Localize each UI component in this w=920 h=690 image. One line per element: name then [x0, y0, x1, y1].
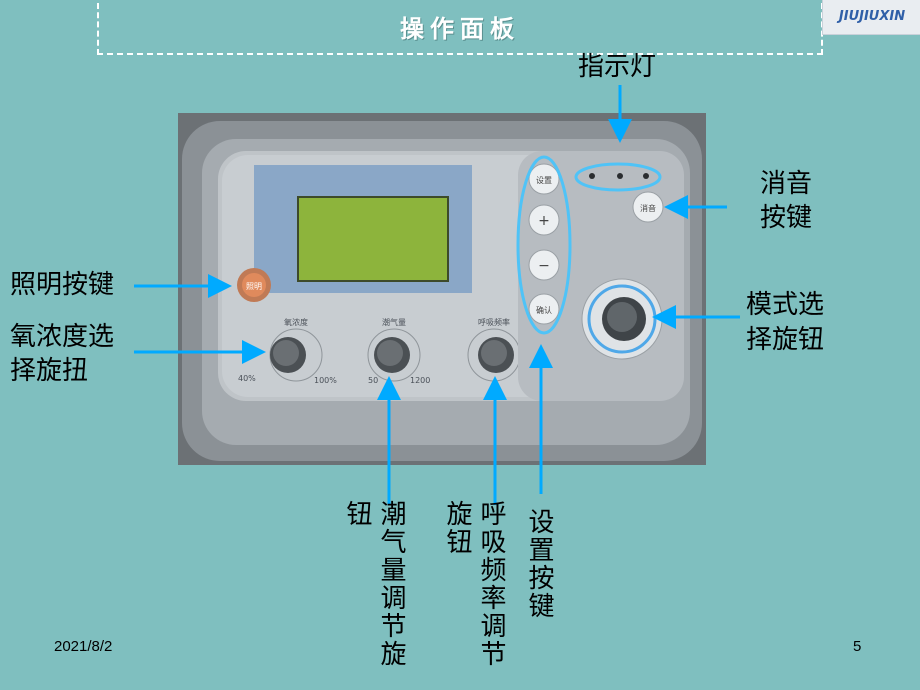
svg-text:确认: 确认 [536, 305, 552, 315]
title-frame: 操作面板 [97, 3, 823, 55]
callout-mute-2: 按键 [760, 203, 813, 233]
callout-settings: 设置按键 [524, 508, 554, 620]
svg-text:照明: 照明 [246, 282, 262, 291]
indicator-highlight [574, 162, 662, 192]
settings-highlight [516, 155, 572, 335]
callout-mode-2: 择旋钮 [746, 325, 825, 355]
svg-text:50: 50 [368, 376, 378, 385]
oxygen-knob [269, 328, 323, 382]
svg-text:40%: 40% [238, 374, 256, 383]
logo-text: JIUJIUXIN [838, 9, 906, 24]
svg-text:100%: 100% [314, 376, 337, 385]
indicator-led-3 [643, 173, 649, 179]
svg-text:+: + [538, 213, 550, 229]
callout-rate: 呼吸频率调节旋钮 [442, 500, 506, 668]
slide-title: 操作面板 [400, 15, 520, 43]
brand-logo: JIUJIUXIN [822, 0, 920, 35]
svg-text:潮气量: 潮气量 [382, 317, 406, 327]
callout-tidal: 潮气量调节旋钮 [342, 500, 406, 668]
mute-button [632, 191, 664, 223]
mode-knob [581, 278, 663, 360]
callout-oxygen-2: 择旋扭 [10, 356, 89, 386]
callout-indicator: 指示灯 [578, 52, 657, 82]
rate-knob [467, 328, 521, 382]
settings-buttons-column: 设置 + − 确认 [528, 163, 560, 325]
callout-mode-1: 模式选 [746, 290, 825, 320]
indicator-led-1 [589, 173, 595, 179]
page-number: 5 [853, 638, 862, 655]
svg-text:设置: 设置 [536, 175, 552, 185]
device-panel-photo: 照明 氧浓度 潮气量 呼吸频率 40% 100% 50 1200 设置 + − … [178, 113, 706, 465]
svg-text:−: − [538, 258, 550, 274]
callout-mute-1: 消音 [760, 169, 813, 199]
svg-text:消音: 消音 [640, 203, 656, 213]
indicator-led-2 [617, 173, 623, 179]
slide-date: 2021/8/2 [54, 638, 113, 655]
svg-text:1200: 1200 [410, 376, 430, 385]
svg-text:氧浓度: 氧浓度 [284, 317, 308, 327]
lcd-screen [297, 196, 449, 282]
callout-oxygen-1: 氧浓度选 [10, 322, 115, 352]
svg-text:呼吸频率: 呼吸频率 [478, 317, 510, 327]
callout-light: 照明按键 [10, 270, 115, 300]
tidal-knob [367, 328, 421, 382]
